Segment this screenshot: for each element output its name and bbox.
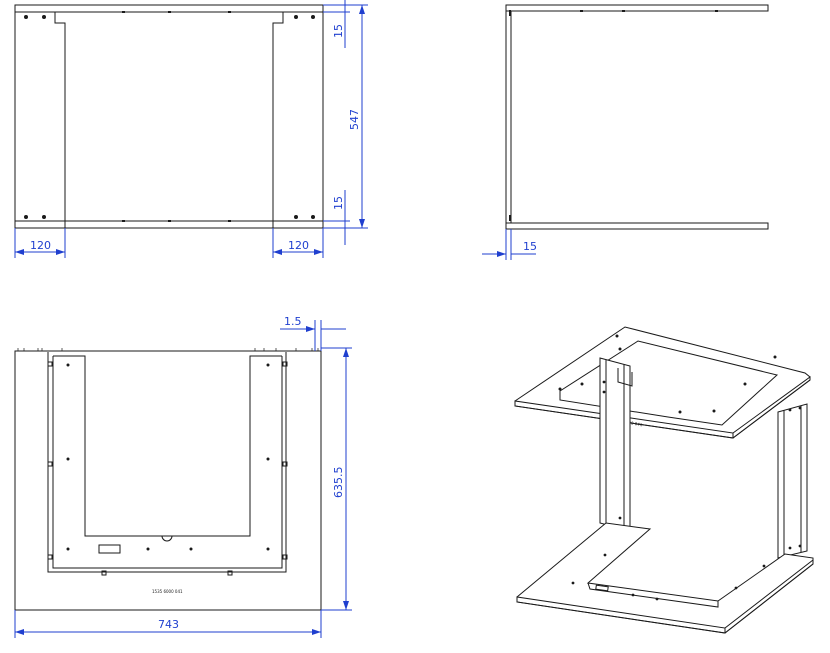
dim-bottom-offset: 15 [332,196,345,210]
side-dimensions [482,229,536,260]
side-view: 15 [482,4,769,260]
front-view: 15 547 15 120 120 [14,0,368,258]
front-fasteners [24,11,315,222]
iso-top-frame [514,326,811,439]
iso-right-upright [777,403,808,559]
dim-depth: 635.5 [332,467,345,499]
isometric-view: 1535 6000 041 [514,326,814,634]
dim-sheet: 1.5 [284,315,302,328]
front-dimensions [14,0,368,258]
dim-thickness: 15 [523,240,537,253]
top-view-part-number: 1535 6000 041 [152,589,183,594]
top-view-holes [47,361,288,576]
dim-width: 743 [158,618,179,631]
dim-right-width: 120 [288,239,309,252]
dim-left-width: 120 [30,239,51,252]
dim-top-offset: 15 [332,24,345,38]
iso-left-upright [599,357,633,532]
iso-base-plate [516,522,814,634]
top-view: 1535 6000 041 1.5 635.5 743 [14,315,352,638]
dim-height: 547 [348,109,361,130]
top-dimensions [14,320,352,638]
